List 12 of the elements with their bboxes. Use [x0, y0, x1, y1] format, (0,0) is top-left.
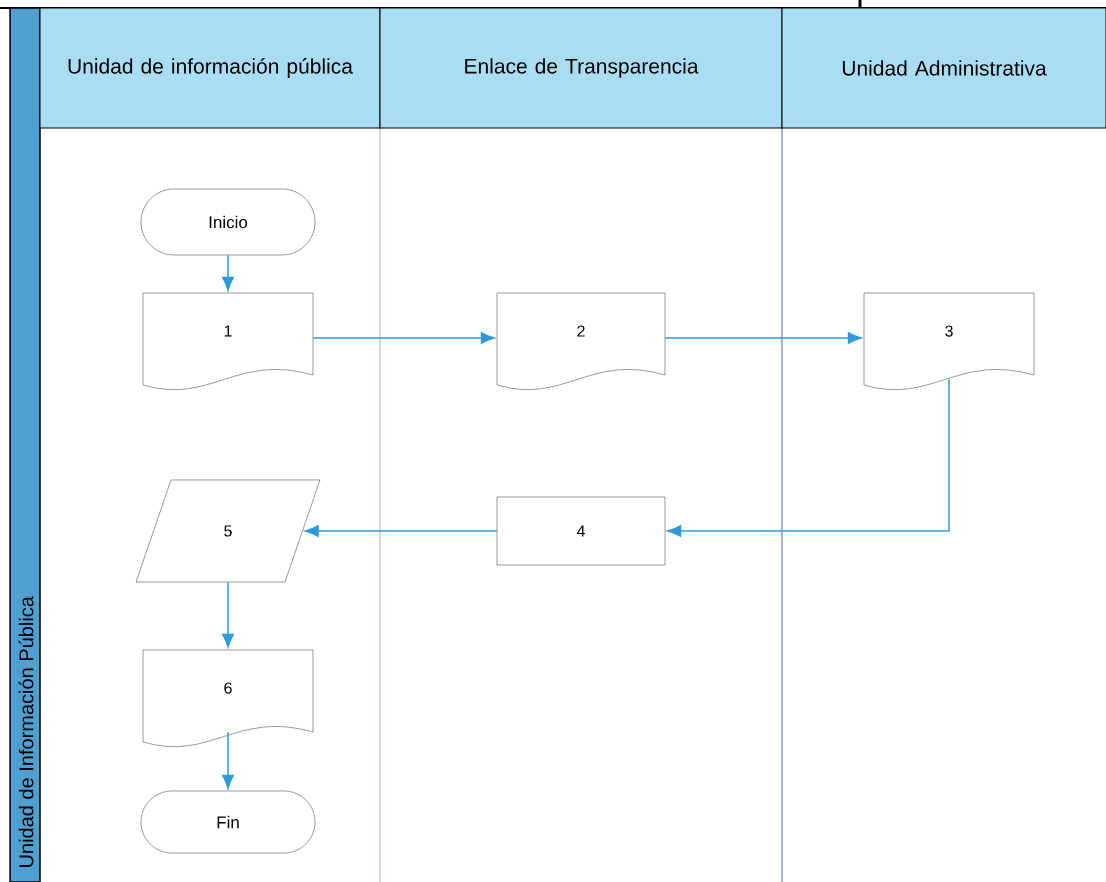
lane-header: Enlace de Transparencia — [379, 7, 783, 129]
arrow — [222, 581, 234, 648]
pool-label-band: Unidad de Información Pública — [9, 7, 41, 882]
arrow — [304, 525, 498, 537]
lane-header: Unidad Administrativa — [781, 7, 1106, 129]
arrow — [312, 332, 495, 344]
lane-header: Unidad de información pública — [39, 7, 381, 129]
arrow — [222, 731, 234, 789]
arrow — [222, 254, 234, 291]
process-box: 4 — [496, 496, 666, 566]
arrow — [664, 332, 862, 344]
arrow — [667, 378, 950, 537]
